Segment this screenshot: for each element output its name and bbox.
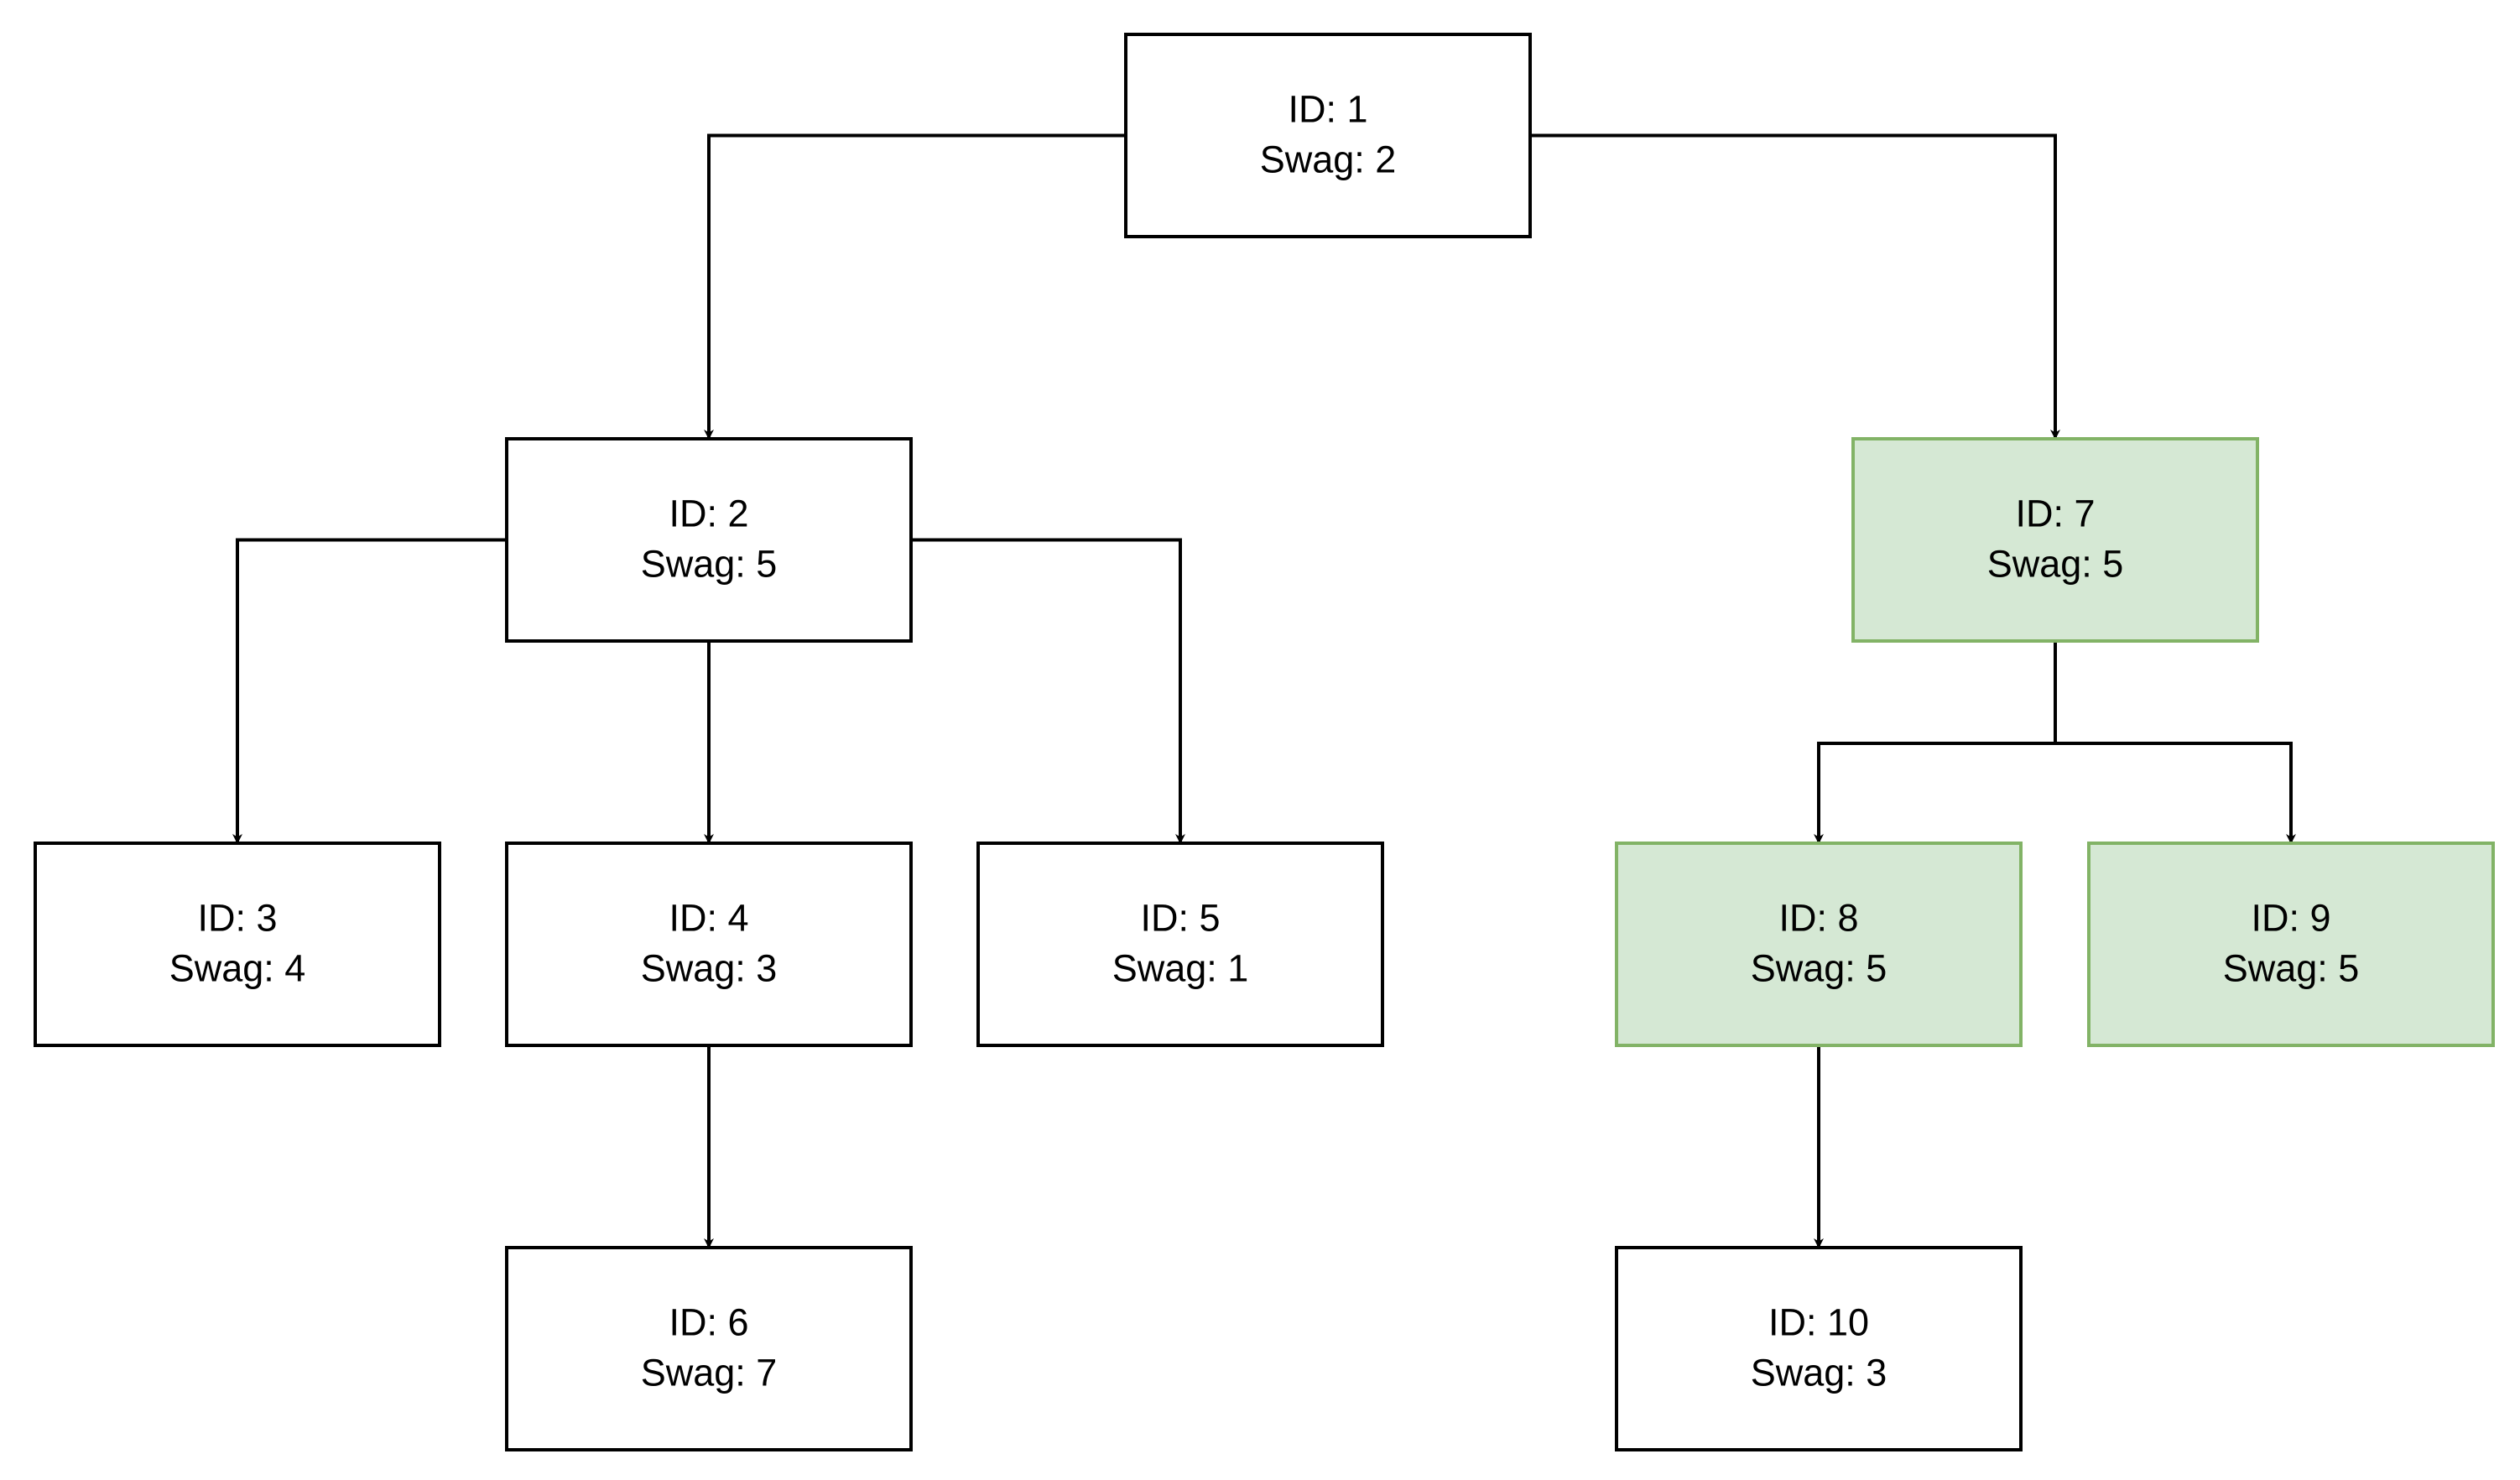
node-box [2087, 842, 2495, 1047]
edge-n2-n3 [232, 538, 507, 844]
node-id-label: ID: 2 [669, 492, 748, 535]
node-swag-label: Swag: 1 [1112, 947, 1249, 990]
node-box [1615, 842, 2023, 1047]
node-id-label: ID: 3 [197, 897, 277, 940]
node-id-label: ID: 4 [669, 897, 748, 940]
node-id-label: ID: 1 [1288, 88, 1367, 131]
node-id-label: ID: 6 [669, 1301, 748, 1344]
node-n2: ID: 2 Swag: 5 [505, 437, 913, 643]
node-n9: ID: 9 Swag: 5 [2087, 842, 2495, 1047]
node-id-label: ID: 8 [1778, 897, 1858, 940]
node-box [505, 437, 913, 643]
node-swag-label: Swag: 4 [169, 947, 306, 990]
edge-n1-n7 [1530, 133, 2060, 440]
node-id-label: ID: 9 [2251, 897, 2330, 940]
node-swag-label: Swag: 7 [641, 1352, 778, 1394]
node-box [505, 1246, 913, 1451]
node-box [976, 842, 1384, 1047]
node-n3: ID: 3 Swag: 4 [34, 842, 441, 1047]
node-n5: ID: 5 Swag: 1 [976, 842, 1384, 1047]
node-swag-label: Swag: 2 [1260, 138, 1397, 181]
node-id-label: ID: 5 [1140, 897, 1220, 940]
node-swag-label: Swag: 3 [1751, 1352, 1887, 1394]
edge-n1-n2 [704, 133, 1126, 440]
node-box [1124, 33, 1532, 238]
node-swag-label: Swag: 3 [641, 947, 778, 990]
node-id-label: ID: 7 [2015, 492, 2095, 535]
edge-n7-n8 [1814, 641, 2057, 844]
node-swag-label: Swag: 5 [1751, 947, 1887, 990]
node-n1: ID: 1 Swag: 2 [1124, 33, 1532, 238]
node-box [34, 842, 441, 1047]
node-box [1851, 437, 2259, 643]
node-swag-label: Swag: 5 [2223, 947, 2360, 990]
node-swag-label: Swag: 5 [1987, 543, 2124, 586]
node-n10: ID: 10 Swag: 3 [1615, 1246, 2023, 1451]
edges-layer [232, 133, 2296, 1248]
node-box [1615, 1246, 2023, 1451]
node-box [505, 842, 913, 1047]
edge-n7-n9 [2054, 641, 2296, 844]
node-n4: ID: 4 Swag: 3 [505, 842, 913, 1047]
node-id-label: ID: 10 [1768, 1301, 1869, 1344]
node-n7: ID: 7 Swag: 5 [1851, 437, 2259, 643]
node-n6: ID: 6 Swag: 7 [505, 1246, 913, 1451]
edge-n2-n5 [911, 538, 1185, 844]
node-swag-label: Swag: 5 [641, 543, 778, 586]
node-n8: ID: 8 Swag: 5 [1615, 842, 2023, 1047]
